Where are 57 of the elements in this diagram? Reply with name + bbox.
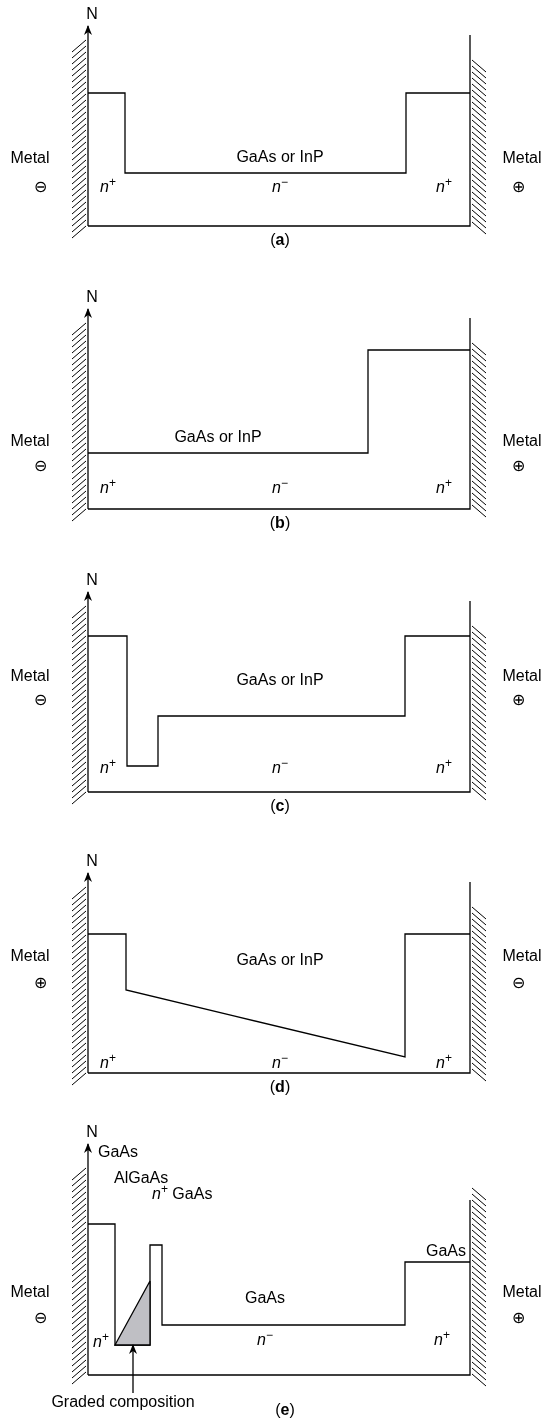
panel-caption: (e): [275, 1402, 295, 1418]
polarity-sign: ⊕: [511, 179, 525, 195]
doping-label: n$^{+}$: [436, 179, 452, 195]
metal-label: Metal: [10, 433, 50, 449]
metal-label: Metal: [502, 1284, 542, 1300]
metal-label: Metal: [10, 668, 50, 684]
axis-label: N: [86, 6, 98, 22]
polarity-sign: ⊖: [511, 975, 525, 991]
metal-label: Metal: [10, 150, 50, 166]
axis-label: N: [86, 572, 98, 588]
material-label: AlGaAs: [114, 1170, 169, 1186]
axis-label: N: [86, 1124, 98, 1140]
doping-label: n$^{−}$: [272, 760, 288, 776]
polarity-sign: ⊖: [33, 179, 47, 195]
polarity-sign: ⊕: [511, 1310, 525, 1326]
metal-label: Metal: [10, 1284, 50, 1300]
doping-label: n$^{−}$: [272, 1055, 288, 1071]
material-label: GaAs or InP: [236, 672, 324, 688]
callout-text: Graded composition: [51, 1394, 195, 1410]
material-label: GaAs or InP: [174, 429, 262, 445]
material-label: GaAs: [426, 1243, 466, 1259]
metal-label: Metal: [10, 948, 50, 964]
panel-caption: (c): [270, 798, 290, 814]
axis-label: N: [86, 289, 98, 305]
polarity-sign: ⊖: [33, 1310, 47, 1326]
metal-label: Metal: [502, 948, 542, 964]
material-label: GaAs: [245, 1290, 285, 1306]
material-label: n$^{+}$ GaAs: [152, 1186, 213, 1202]
doping-label: n$^{+}$: [436, 480, 452, 496]
doping-label: n$^{−}$: [257, 1332, 273, 1348]
doping-label: n$^{+}$: [100, 760, 116, 776]
material-label: GaAs or InP: [236, 149, 324, 165]
material-label: GaAs or InP: [236, 952, 324, 968]
doping-label: n$^{+}$: [100, 179, 116, 195]
panel-caption: (d): [269, 1079, 291, 1095]
doping-label: n$^{+}$: [434, 1332, 450, 1348]
metal-label: Metal: [502, 433, 542, 449]
polarity-sign: ⊕: [511, 458, 525, 474]
leader-arrow: [129, 1344, 137, 1394]
polarity-sign: ⊖: [33, 458, 47, 474]
metal-label: Metal: [502, 150, 542, 166]
panel-caption: (a): [270, 232, 290, 248]
doping-label: n$^{+}$: [436, 760, 452, 776]
doping-label: n$^{−}$: [272, 179, 288, 195]
graded-region: [113, 1280, 151, 1346]
doping-label: n$^{+}$: [100, 480, 116, 496]
polarity-sign: ⊕: [511, 692, 525, 708]
axis-label: N: [86, 853, 98, 869]
doping-label: n$^{−}$: [272, 480, 288, 496]
doping-label: n$^{+}$: [436, 1055, 452, 1071]
polarity-sign: ⊕: [33, 975, 47, 991]
doping-label: n$^{+}$: [93, 1334, 109, 1350]
panel-caption: (b): [269, 515, 291, 531]
metal-label: Metal: [502, 668, 542, 684]
material-label: GaAs: [98, 1144, 138, 1160]
doping-label: n$^{+}$: [100, 1055, 116, 1071]
polarity-sign: ⊖: [33, 692, 47, 708]
